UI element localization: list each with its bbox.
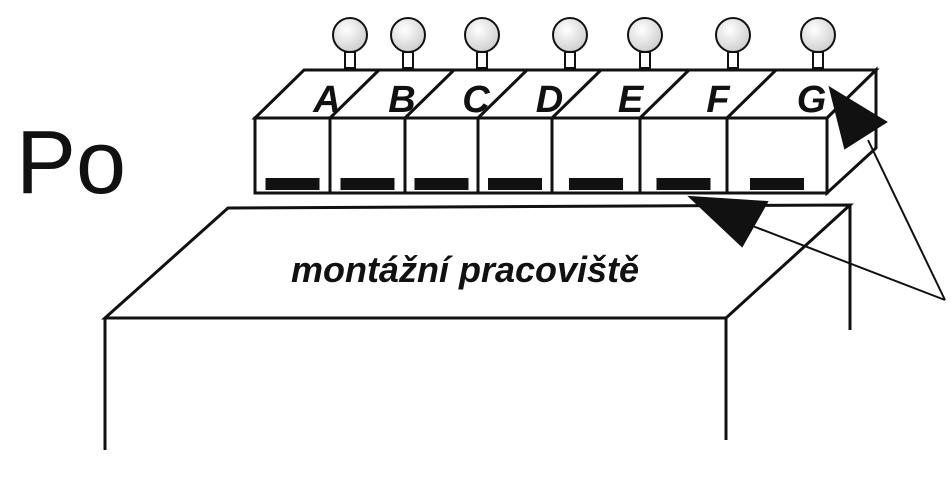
workstation-label: montážní pracoviště <box>291 249 639 290</box>
bin-rack: A B C D E F G <box>251 17 880 197</box>
lamp-stem <box>476 51 488 69</box>
bin-slot <box>340 178 395 190</box>
bin-slot <box>488 178 542 190</box>
indicator-lamp-icon <box>332 17 368 53</box>
indicator-lamp-icon <box>464 17 500 53</box>
lamp-stem <box>639 51 651 69</box>
arrowhead-rack <box>828 85 888 150</box>
bin-divider-top <box>403 68 456 120</box>
lamp-stem <box>812 51 824 69</box>
assembly-table <box>101 203 854 450</box>
bin-slot <box>750 178 804 190</box>
bin-divider-top <box>638 68 691 120</box>
lamp-stem <box>564 51 576 69</box>
bin-letter: C <box>462 79 490 121</box>
bin-slot <box>265 178 320 190</box>
bin-letter: G <box>797 79 827 121</box>
bin-slot <box>656 178 711 190</box>
rack-top-surface <box>251 68 880 120</box>
indicator-lamp-icon <box>390 17 426 53</box>
bin-letter: D <box>536 79 563 121</box>
lamp-stem <box>727 51 739 69</box>
bin-letter: F <box>706 79 731 121</box>
bin-slot <box>569 178 623 190</box>
pointer-line-to-bin <box>749 224 946 301</box>
bin-divider-top <box>476 68 529 120</box>
indicator-lamp-icon <box>800 17 836 53</box>
title-label: Po <box>16 113 127 213</box>
indicator-lamp-icon <box>715 17 751 53</box>
pointer-arrows <box>687 85 946 301</box>
indicator-lamp-icon <box>627 17 663 53</box>
bin-divider-top <box>725 68 778 120</box>
indicator-lamp-icon <box>552 17 588 53</box>
pointer-line-to-rack <box>867 139 946 301</box>
bin-letter: A <box>312 79 340 121</box>
bin-letter: E <box>618 79 645 121</box>
lamp-stem <box>344 51 356 69</box>
lamp-stem <box>402 51 414 69</box>
bin-slot <box>414 178 469 190</box>
bin-divider-top <box>550 68 603 120</box>
bin-divider-top <box>328 68 381 120</box>
bin-letter: B <box>388 79 415 121</box>
arrowhead-bin <box>687 195 769 248</box>
